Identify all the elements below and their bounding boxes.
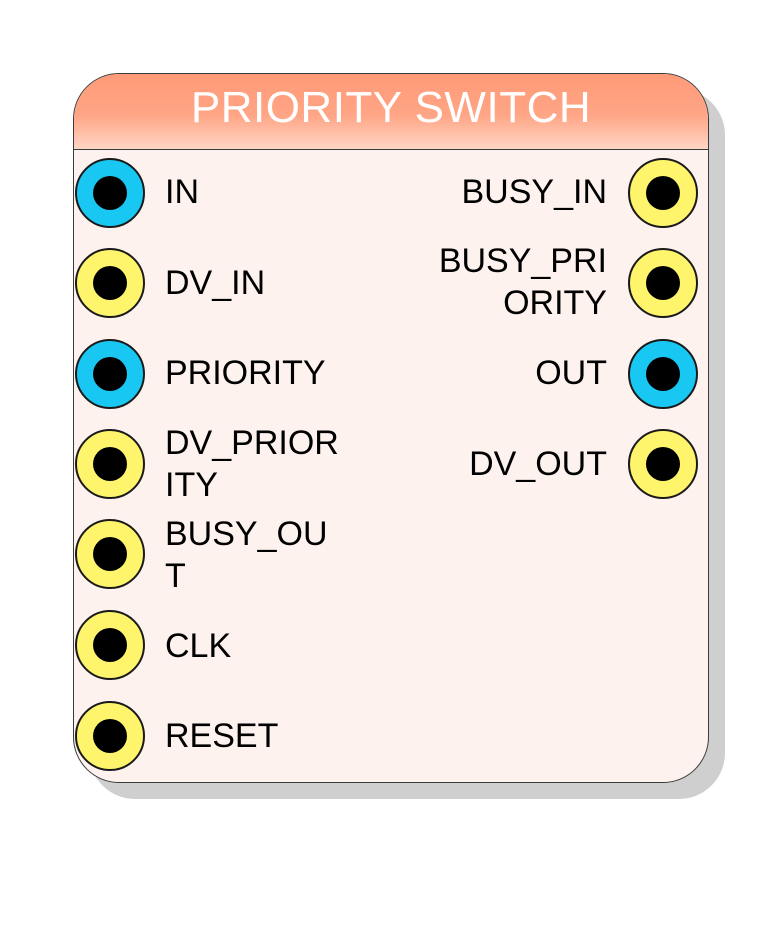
- input-label-busy-out: BUSY_OU T: [165, 515, 328, 595]
- port-core: [93, 357, 127, 391]
- output-port-dv-out[interactable]: [628, 429, 698, 499]
- output-port-busy-priority[interactable]: [628, 248, 698, 318]
- block-header: PRIORITY SWITCH: [74, 74, 708, 150]
- input-label-dv-priority: DV_PRIOR ITY: [165, 424, 339, 504]
- input-label-reset: RESET: [165, 717, 279, 755]
- input-label-dv-in: DV_IN: [165, 264, 266, 302]
- input-port-in[interactable]: [75, 158, 145, 228]
- port-core: [93, 537, 127, 571]
- output-label-busy-in: BUSY_IN: [461, 173, 608, 211]
- port-core: [646, 447, 680, 481]
- input-port-dv-priority[interactable]: [75, 429, 145, 499]
- port-core: [93, 266, 127, 300]
- port-core: [93, 719, 127, 753]
- input-port-dv-in[interactable]: [75, 248, 145, 318]
- input-label-clk: CLK: [165, 627, 232, 665]
- port-core: [93, 447, 127, 481]
- port-core: [93, 176, 127, 210]
- input-port-priority[interactable]: [75, 339, 145, 409]
- output-port-busy-in[interactable]: [628, 158, 698, 228]
- input-label-in: IN: [165, 173, 199, 211]
- input-label-priority: PRIORITY: [165, 354, 326, 392]
- output-port-out[interactable]: [628, 339, 698, 409]
- block-title: PRIORITY SWITCH: [190, 83, 592, 132]
- port-core: [646, 266, 680, 300]
- port-core: [646, 357, 680, 391]
- input-port-busy-out[interactable]: [75, 519, 145, 589]
- input-port-reset[interactable]: [75, 701, 145, 771]
- port-core: [93, 628, 127, 662]
- priority-switch-block[interactable]: PRIORITY SWITCH: [73, 73, 709, 783]
- output-label-out: OUT: [535, 354, 607, 392]
- port-core: [646, 176, 680, 210]
- output-label-dv-out: DV_OUT: [469, 445, 607, 483]
- output-label-busy-priority: BUSY_PRI ORITY: [438, 242, 607, 322]
- input-port-clk[interactable]: [75, 610, 145, 680]
